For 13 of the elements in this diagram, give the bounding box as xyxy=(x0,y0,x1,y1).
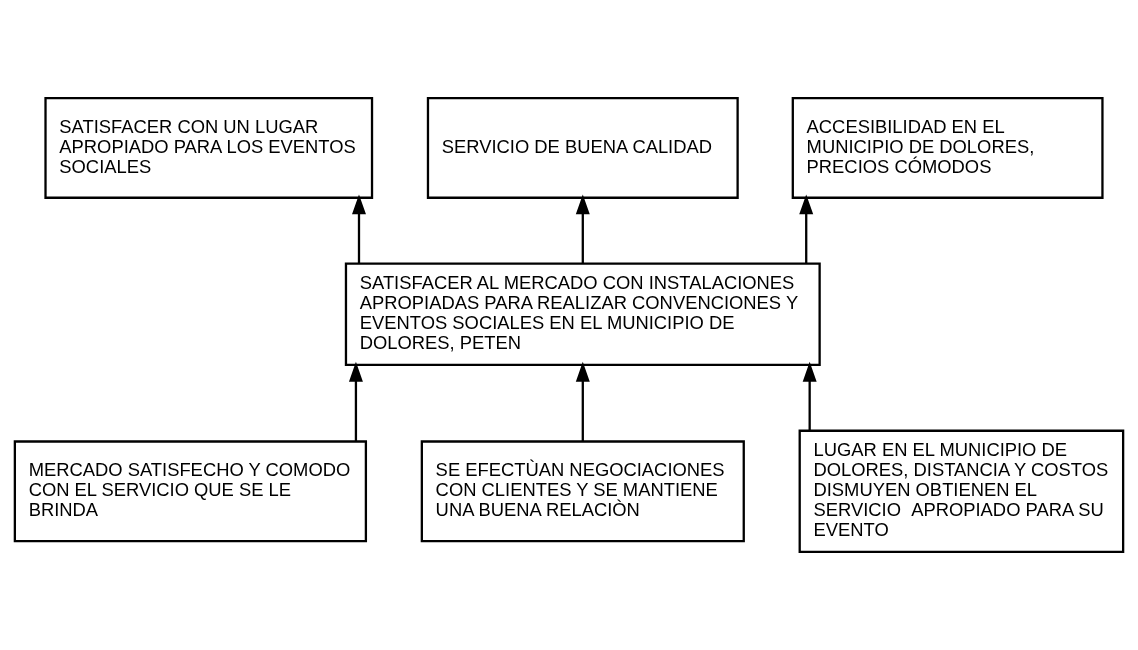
node-box: SERVICIO DE BUENA CALIDAD xyxy=(426,96,739,199)
node-box: SE EFECTÙAN NEGOCIACIONES CON CLIENTES Y SE MANTIENE UNA BUENA RELACIÒN xyxy=(420,440,745,543)
node-box: SATISFACER AL MERCADO CON INSTALACIONES APROPIADAS PARA REALIZAR CONVENCIONES Y EVENTOS SOCIALES EN EL MUNICIPIO DE DOLORES, PETEN xyxy=(344,262,821,366)
arrow xyxy=(802,361,817,431)
arrow xyxy=(799,194,814,264)
arrow xyxy=(575,194,590,264)
node-box: MERCADO SATISFECHO Y COMODO CON EL SERVICIO QUE SE LE BRINDA xyxy=(13,440,368,543)
node-box: LUGAR EN EL MUNICIPIO DE DOLORES, DISTANCIA Y COSTOS DISMUYEN OBTIENEN EL SERVICIO APROPIADO PARA SU EVENTO xyxy=(798,429,1125,553)
arrow xyxy=(348,361,363,442)
node-box: ACCESIBILIDAD EN EL MUNICIPIO DE DOLORES, PRECIOS CÓMODOS xyxy=(791,96,1104,199)
arrow xyxy=(575,361,590,442)
arrow xyxy=(352,194,366,264)
node-box: SATISFACER CON UN LUGAR APROPIADO PARA LOS EVENTOS SOCIALES xyxy=(44,96,374,199)
